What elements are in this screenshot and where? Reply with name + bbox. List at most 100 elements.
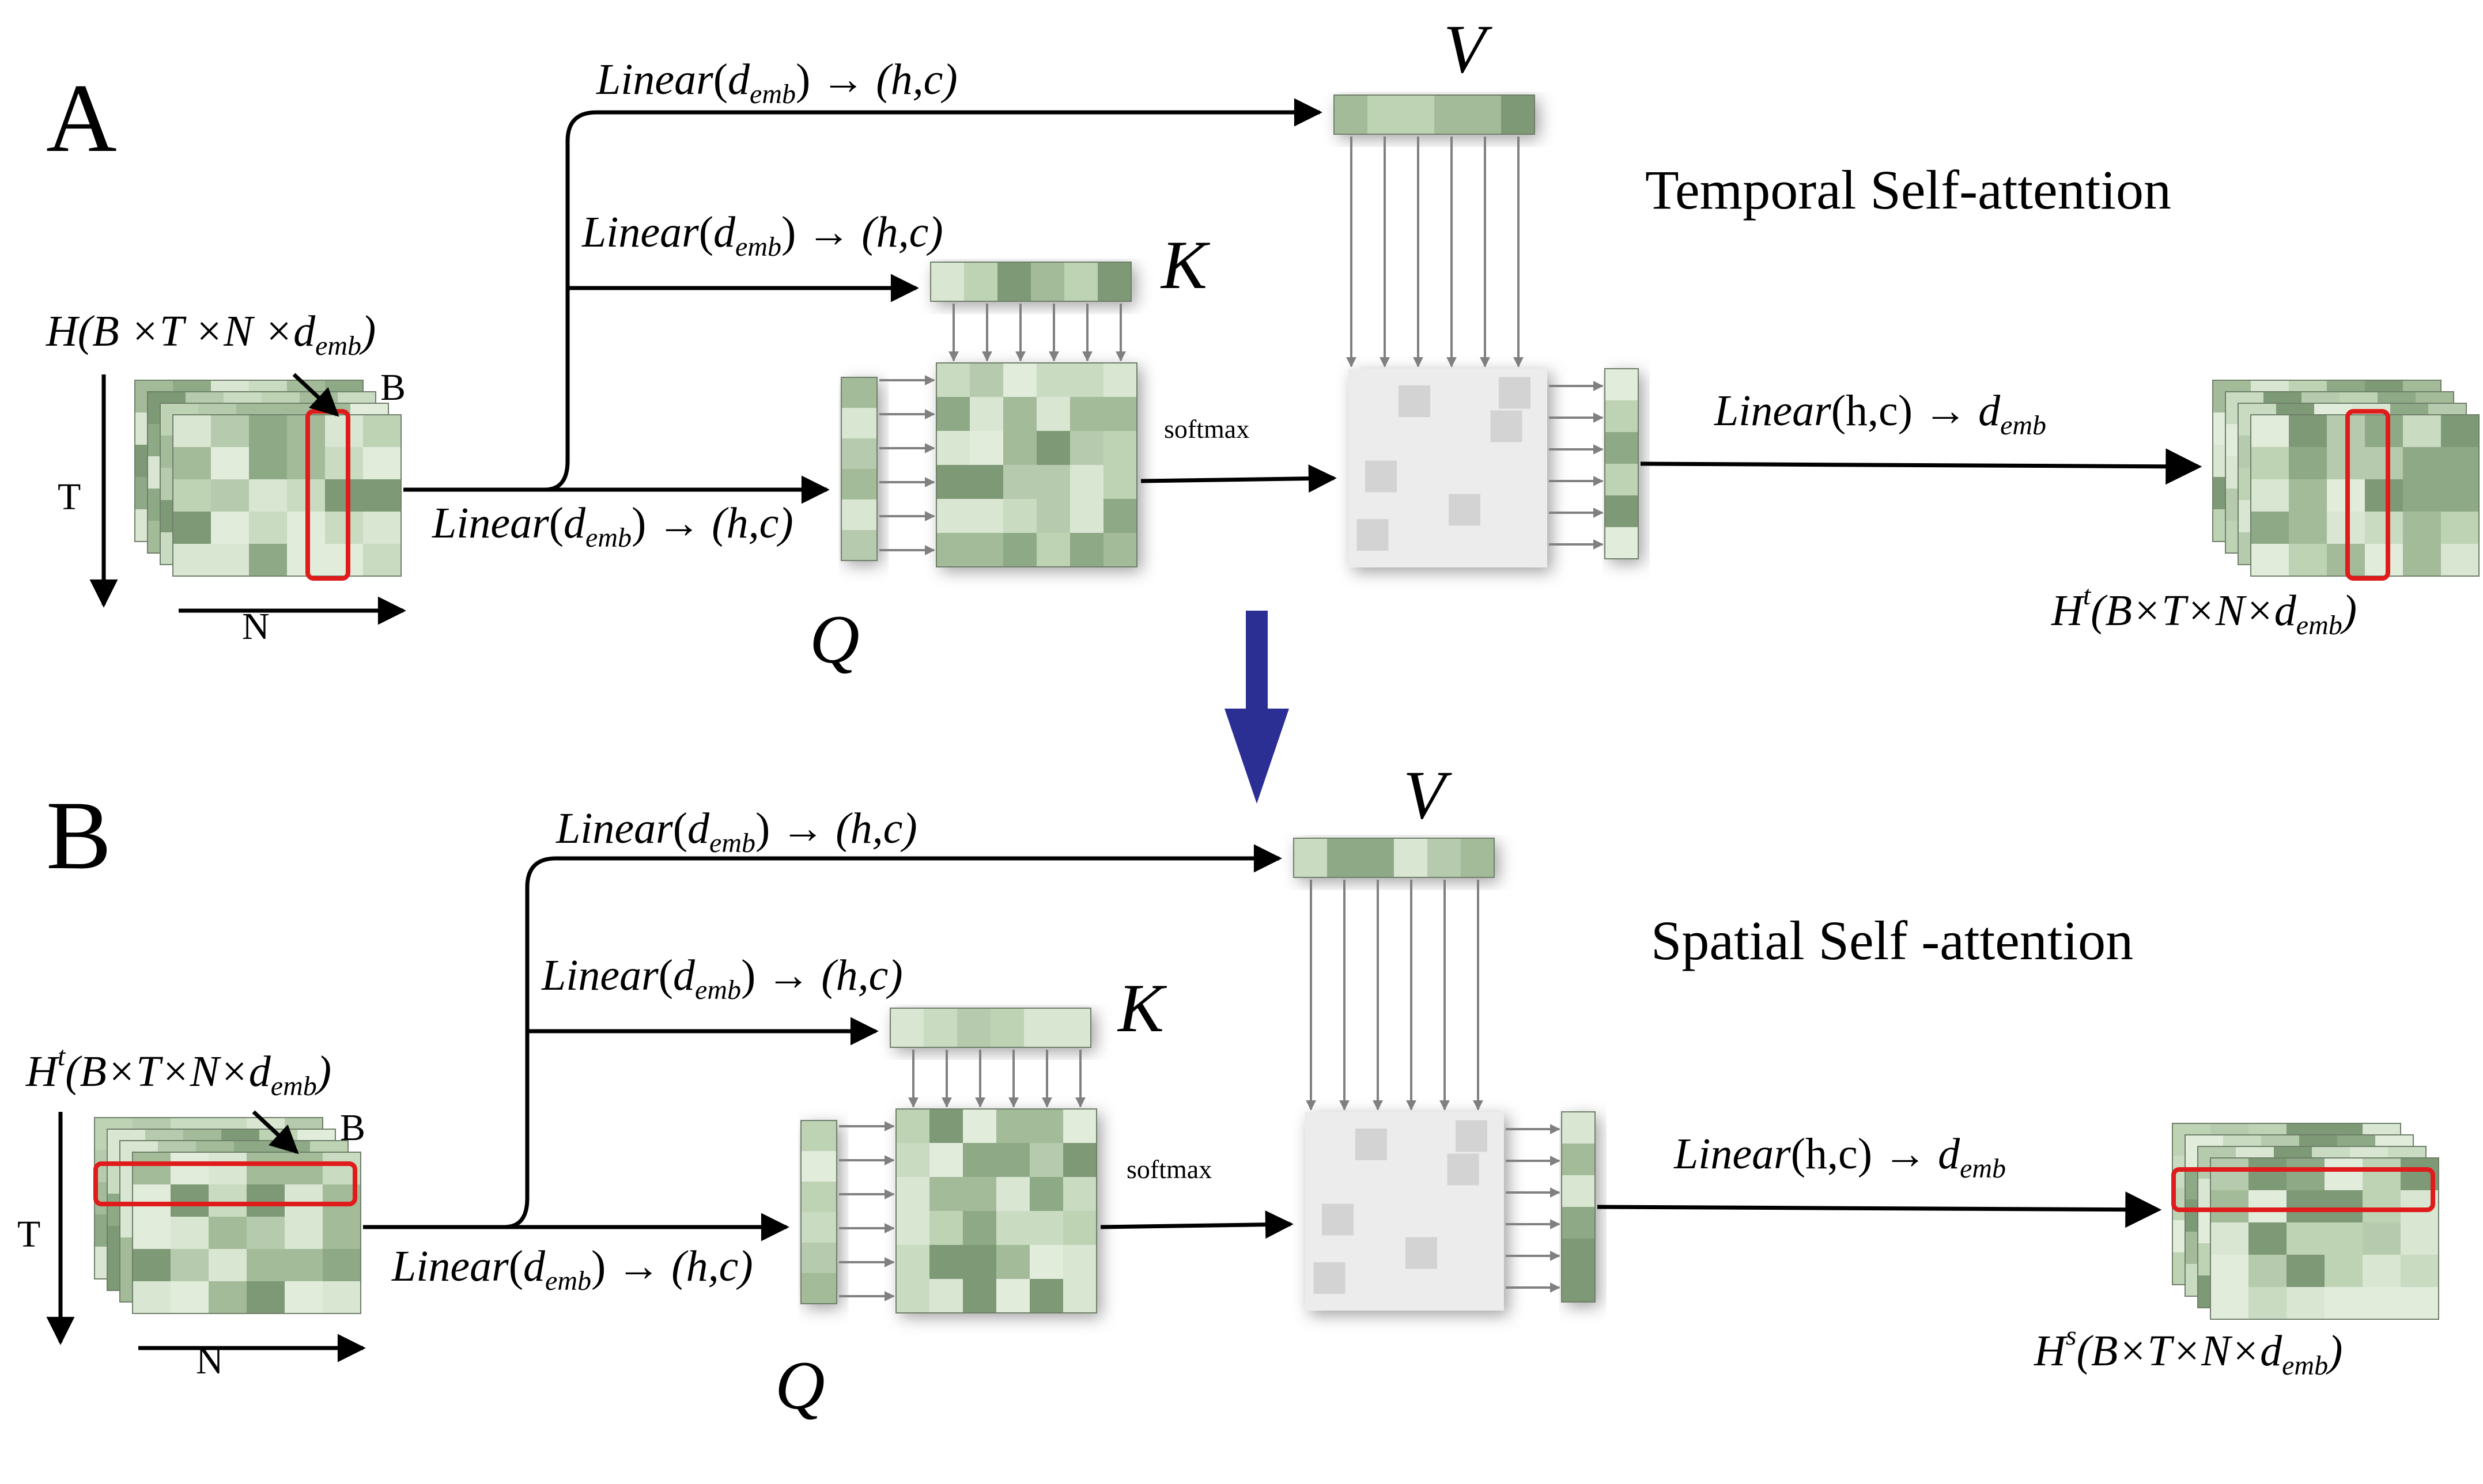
grid-cell bbox=[896, 1279, 929, 1313]
output-highlight-column bbox=[2345, 409, 2390, 581]
grid-cell bbox=[896, 1143, 929, 1177]
grid-cell bbox=[171, 1152, 209, 1184]
section-a-q-label: Q bbox=[810, 601, 860, 677]
grid-cell bbox=[363, 544, 401, 576]
grid-cell bbox=[1434, 95, 1468, 134]
grid-cell bbox=[133, 1217, 171, 1249]
grid-cell bbox=[1605, 432, 1638, 464]
grid-cell bbox=[2363, 1158, 2401, 1190]
grid-cell bbox=[2251, 415, 2289, 447]
grid-cell bbox=[211, 415, 249, 447]
grid-cell bbox=[2289, 512, 2327, 544]
section-b-linear-v: Linear(demb) → (h,c) bbox=[556, 804, 917, 858]
grid-cell bbox=[2325, 1158, 2363, 1190]
grid-cell bbox=[173, 479, 211, 512]
grid-cell bbox=[2248, 1255, 2287, 1287]
grid-cell bbox=[173, 415, 211, 447]
output-highlight-row bbox=[2171, 1167, 2435, 1212]
section-a-linear-q: Linear(demb) → (h,c) bbox=[432, 499, 793, 553]
grid-cell bbox=[936, 533, 970, 567]
q-vector bbox=[800, 1120, 841, 1308]
arrow-to-k bbox=[403, 274, 919, 492]
section-a-softmax-label: softmax bbox=[1164, 414, 1250, 444]
output-tensor-stack bbox=[2212, 380, 2480, 577]
grid-cell bbox=[1024, 1008, 1057, 1047]
grid-cell bbox=[970, 465, 1003, 499]
arrow-to-output bbox=[1597, 1191, 2162, 1228]
grid-cell bbox=[929, 1143, 963, 1177]
output-tensor-stack-layer bbox=[2210, 1157, 2439, 1320]
grid-cell bbox=[209, 1217, 247, 1249]
grid-cell bbox=[896, 1109, 929, 1143]
grid-cell bbox=[1037, 363, 1070, 397]
transition-arrow-head bbox=[1225, 709, 1289, 804]
grid-cell bbox=[209, 1152, 247, 1184]
grid-cell bbox=[841, 469, 877, 499]
section-b-graphics bbox=[46, 838, 2439, 1362]
grid-cell bbox=[996, 1211, 1030, 1245]
grid-cell bbox=[931, 262, 964, 301]
qk-score-matrix-border bbox=[895, 1108, 1097, 1313]
grid-cell bbox=[1394, 838, 1427, 877]
grid-cell bbox=[2441, 544, 2479, 576]
grid-cell bbox=[173, 544, 211, 576]
grid-cell bbox=[247, 1152, 285, 1184]
attention-cell bbox=[1447, 1153, 1479, 1186]
section-b-linear-k: Linear(demb) → (h,c) bbox=[542, 951, 903, 1005]
grid-cell bbox=[1103, 465, 1137, 499]
grid-cell bbox=[1103, 499, 1137, 533]
grid-cell bbox=[247, 1184, 285, 1217]
grid-cell bbox=[2287, 1158, 2325, 1190]
grid-cell bbox=[2441, 415, 2479, 447]
grid-cell bbox=[133, 1281, 171, 1313]
grid-cell bbox=[1037, 533, 1070, 567]
grid-cell bbox=[801, 1273, 837, 1304]
grid-cell bbox=[2441, 479, 2479, 512]
grid-cell bbox=[1064, 262, 1098, 301]
grid-cell bbox=[325, 415, 363, 447]
grid-cell bbox=[2210, 1287, 2248, 1319]
grid-cell bbox=[2363, 1190, 2401, 1222]
grid-cell bbox=[1562, 1239, 1595, 1270]
grid-cell bbox=[970, 499, 1003, 533]
section-a-axis-n: N bbox=[242, 605, 270, 648]
attention-cell bbox=[1456, 1120, 1487, 1152]
grid-cell bbox=[1003, 499, 1037, 533]
grid-cell bbox=[801, 1243, 837, 1273]
grid-cell bbox=[1461, 838, 1494, 877]
grid-cell bbox=[2325, 1190, 2363, 1222]
output-tensor-stack-layer bbox=[2250, 414, 2480, 577]
grid-cell bbox=[171, 1281, 209, 1313]
grid-cell bbox=[929, 1177, 963, 1211]
arrow-to-output bbox=[1640, 448, 2202, 485]
grid-cell bbox=[1294, 838, 1327, 877]
arrow-to-v bbox=[565, 98, 1322, 288]
grid-cell bbox=[1468, 95, 1501, 134]
grid-cell bbox=[133, 1184, 171, 1217]
grid-cell bbox=[2365, 544, 2403, 576]
grid-cell bbox=[171, 1217, 209, 1249]
grid-cell bbox=[1030, 1245, 1063, 1279]
section-b-v-label: V bbox=[1403, 756, 1446, 833]
section-a-k-label: K bbox=[1161, 226, 1208, 303]
grid-cell bbox=[890, 1008, 924, 1047]
output-vector bbox=[1561, 1111, 1600, 1307]
grid-cell bbox=[1003, 363, 1037, 397]
section-a-output-formula: Ht(B×T×N×demb) bbox=[2051, 580, 2357, 641]
grid-cell bbox=[1605, 400, 1638, 432]
v-vector-border bbox=[1333, 94, 1535, 135]
section-a-axis-t: T bbox=[58, 476, 81, 518]
grid-cell bbox=[936, 363, 970, 397]
grid-cell bbox=[997, 262, 1031, 301]
grid-cell bbox=[133, 1152, 171, 1184]
grid-cell bbox=[841, 377, 877, 408]
softmax-arrow bbox=[1140, 464, 1337, 493]
section-b-title: Spatial Self -attention bbox=[1651, 910, 2134, 971]
grid-cell bbox=[2401, 1255, 2439, 1287]
grid-cell bbox=[2248, 1287, 2287, 1319]
section-b-axis-n: N bbox=[196, 1340, 224, 1382]
section-a-v-label: V bbox=[1443, 10, 1486, 87]
grid-cell bbox=[1003, 533, 1037, 567]
grid-cell bbox=[1063, 1211, 1097, 1245]
